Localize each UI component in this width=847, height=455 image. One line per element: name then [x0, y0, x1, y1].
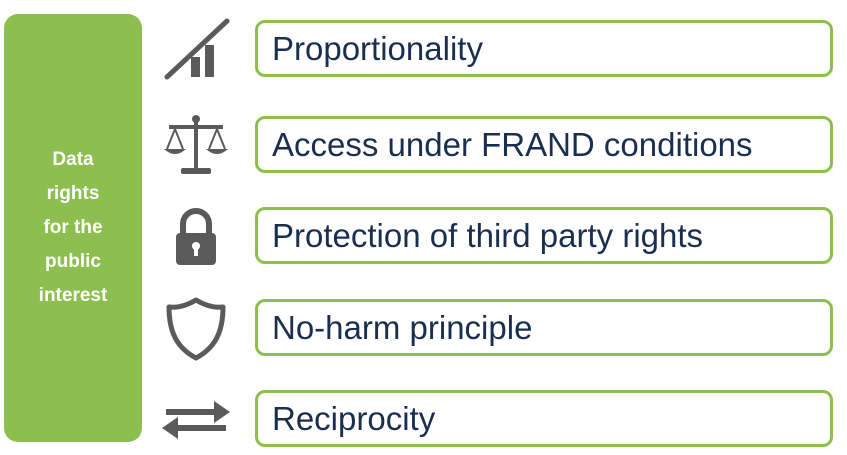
principle-box-third-party: Protection of third party rights: [255, 207, 833, 264]
sidebar-line: Data: [52, 149, 94, 170]
principle-label: Access under FRAND conditions: [272, 125, 753, 163]
padlock-icon: [158, 203, 234, 269]
rising-bars-icon: [158, 16, 234, 82]
principle-label: No-harm principle: [272, 308, 533, 346]
sidebar-line: rights: [46, 183, 100, 204]
sidebar-line: public: [45, 251, 101, 272]
exchange-arrows-icon: [158, 386, 234, 452]
sidebar-line: interest: [38, 285, 108, 306]
principle-box-access-frand: Access under FRAND conditions: [255, 116, 833, 173]
sidebar-panel: Data rights for the public interest: [4, 14, 142, 442]
sidebar-line: for the: [43, 217, 103, 238]
principle-label: Protection of third party rights: [272, 216, 704, 254]
principle-label: Proportionality: [272, 29, 483, 67]
principle-label: Reciprocity: [272, 399, 436, 437]
scales-icon: [158, 112, 234, 178]
principle-box-no-harm: No-harm principle: [255, 299, 833, 356]
principle-box-reciprocity: Reciprocity: [255, 390, 833, 447]
shield-icon: [158, 296, 234, 362]
sidebar-label: Data rights for the public interest: [23, 143, 123, 313]
principle-box-proportionality: Proportionality: [255, 20, 833, 77]
